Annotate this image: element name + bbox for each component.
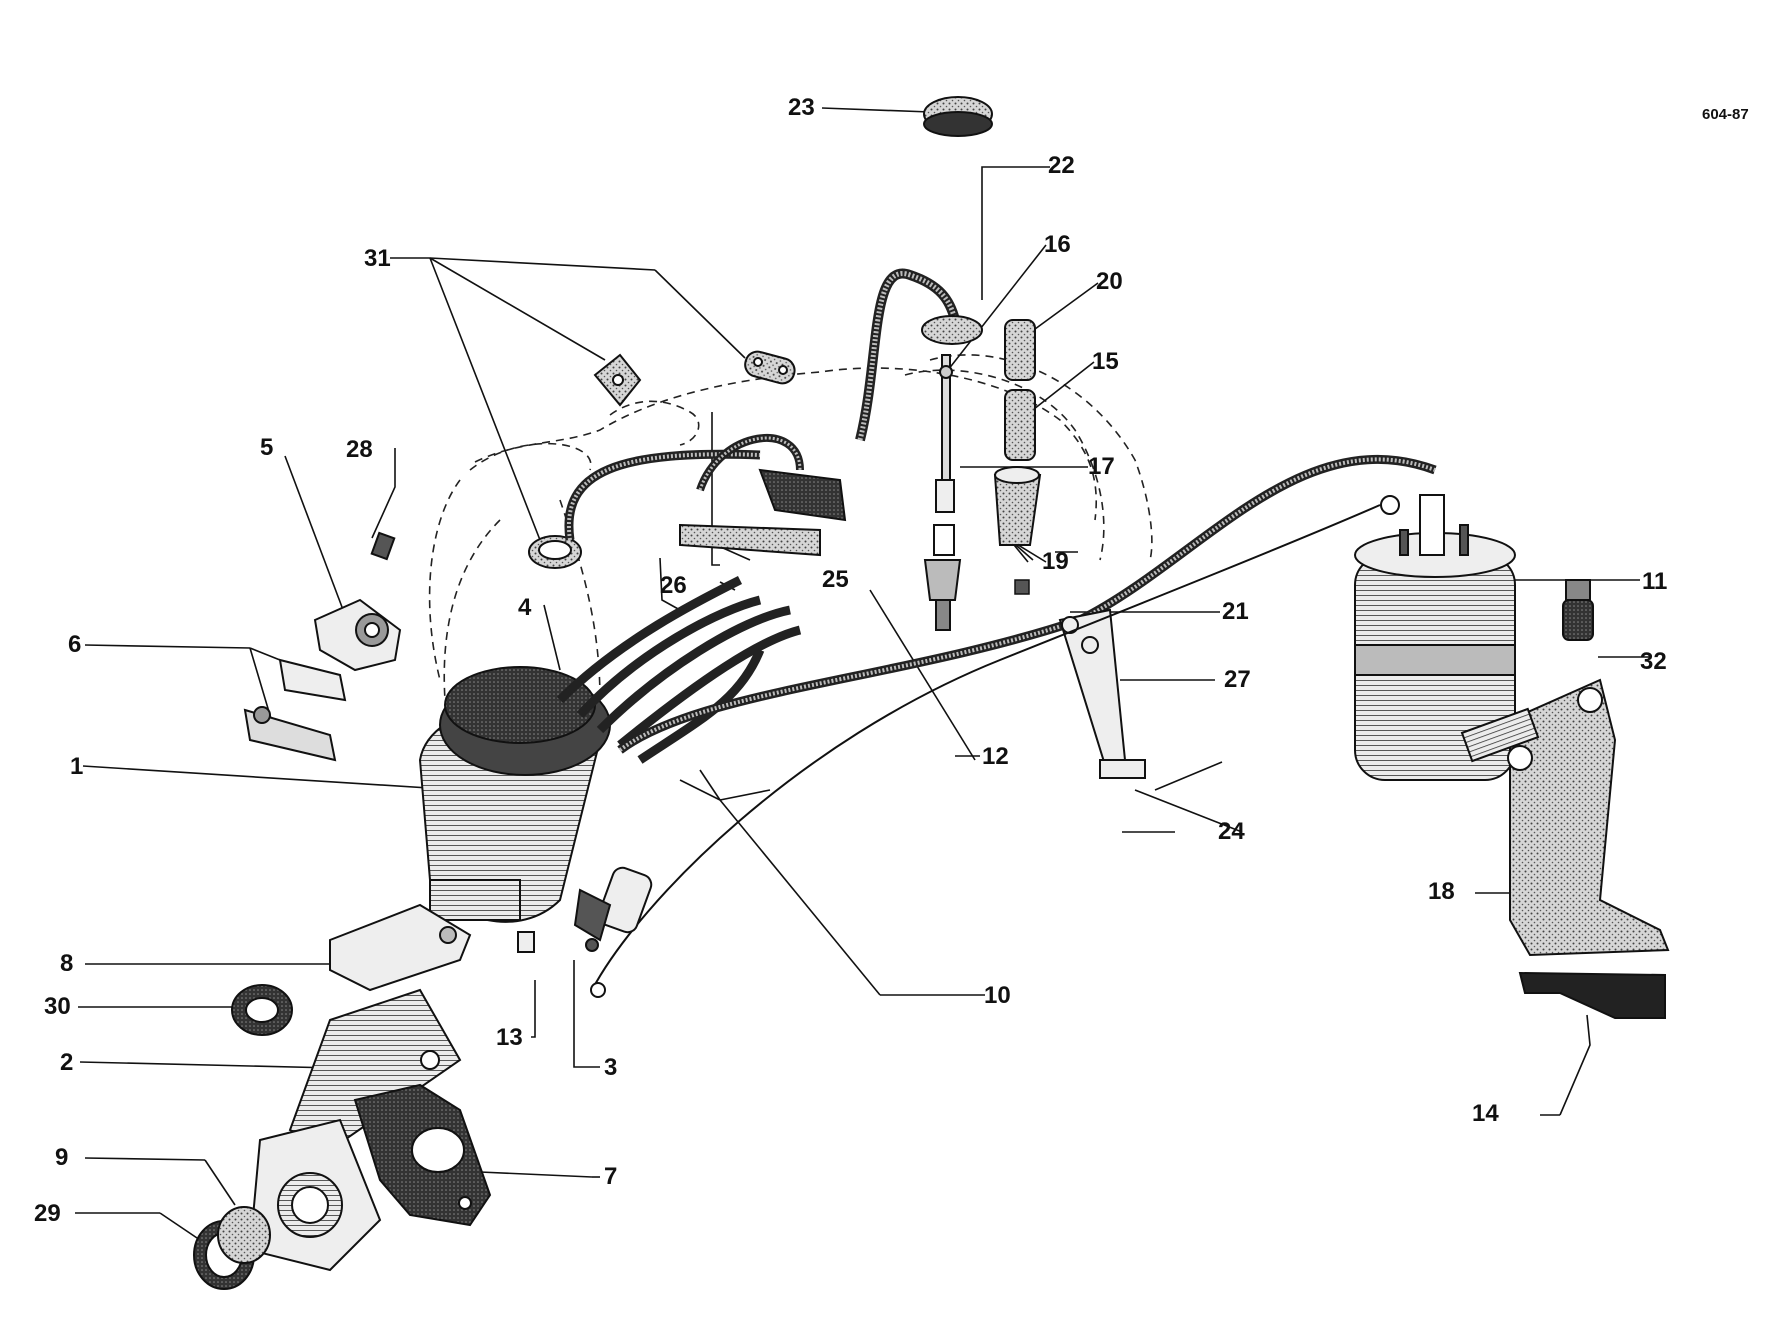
callout-19: 19 <box>1042 548 1069 575</box>
part-1-distributor <box>418 666 611 923</box>
part-21-plug <box>1014 579 1030 595</box>
callout-21: 21 <box>1222 598 1249 625</box>
part-20-sleeve <box>1004 319 1036 381</box>
callout-12: 12 <box>982 743 1009 770</box>
callout-10: 10 <box>984 982 1011 1009</box>
callout-4: 4 <box>518 594 532 621</box>
callout-24: 24 <box>1218 818 1245 845</box>
callout-7: 7 <box>604 1163 618 1190</box>
callout-31: 31 <box>364 245 391 272</box>
engine-outline <box>428 354 1153 701</box>
callout-15: 15 <box>1092 348 1119 375</box>
callout-14: 14 <box>1472 1100 1499 1127</box>
part-17-rod <box>935 354 955 513</box>
part-27-bracket <box>1058 608 1127 767</box>
callout-8: 8 <box>60 950 74 977</box>
part-11-coil <box>1354 494 1516 781</box>
part-3-condenser <box>573 866 653 998</box>
part-18-bracket <box>1460 678 1670 957</box>
part-13-clip <box>517 931 535 953</box>
callout-16: 16 <box>1044 231 1071 258</box>
callout-3: 3 <box>604 1054 618 1081</box>
callout-18: 18 <box>1428 878 1455 905</box>
part-6-clamps <box>243 658 347 762</box>
figure-reference: 604-87 <box>1702 106 1749 123</box>
callout-9: 9 <box>55 1144 69 1171</box>
callout-25: 25 <box>822 566 849 593</box>
part-12-spark-plug <box>923 524 962 631</box>
part-30-washer <box>231 984 293 1036</box>
part-15-sleeve <box>1004 389 1036 461</box>
part-23-grommet <box>923 96 993 137</box>
part-19-cap <box>993 466 1042 546</box>
callout-22: 22 <box>1048 152 1075 179</box>
part-26-bracket <box>679 468 847 557</box>
callout-5: 5 <box>260 434 274 461</box>
part-29-bush <box>193 1206 271 1290</box>
junction-leads <box>564 434 804 541</box>
callout-28: 28 <box>346 436 373 463</box>
callout-32: 32 <box>1640 648 1667 675</box>
callout-30: 30 <box>44 993 71 1020</box>
callout-1: 1 <box>70 753 84 780</box>
callout-23: 23 <box>788 94 815 121</box>
callout-6: 6 <box>68 631 82 658</box>
part-28-clip <box>370 531 396 561</box>
part-5-clamp <box>313 598 402 672</box>
callout-26: 26 <box>660 572 687 599</box>
part-7-gasket <box>353 1083 492 1227</box>
callout-2: 2 <box>60 1049 74 1076</box>
part-24-bracket-foot <box>1099 759 1146 779</box>
part-31-gaskets <box>528 350 796 569</box>
callout-20: 20 <box>1096 268 1123 295</box>
part-8-clamp <box>329 903 472 992</box>
callout-13: 13 <box>496 1024 523 1051</box>
part-2-housing <box>248 988 462 1272</box>
part-14-plate <box>1518 971 1666 1019</box>
callout-29: 29 <box>34 1200 61 1227</box>
callout-11: 11 <box>1642 568 1668 595</box>
callout-27: 27 <box>1224 666 1251 693</box>
callout-17: 17 <box>1088 453 1115 480</box>
part-22-lead <box>855 268 983 442</box>
part-32-switch <box>1562 579 1594 641</box>
low-tension-wire <box>591 495 1400 991</box>
